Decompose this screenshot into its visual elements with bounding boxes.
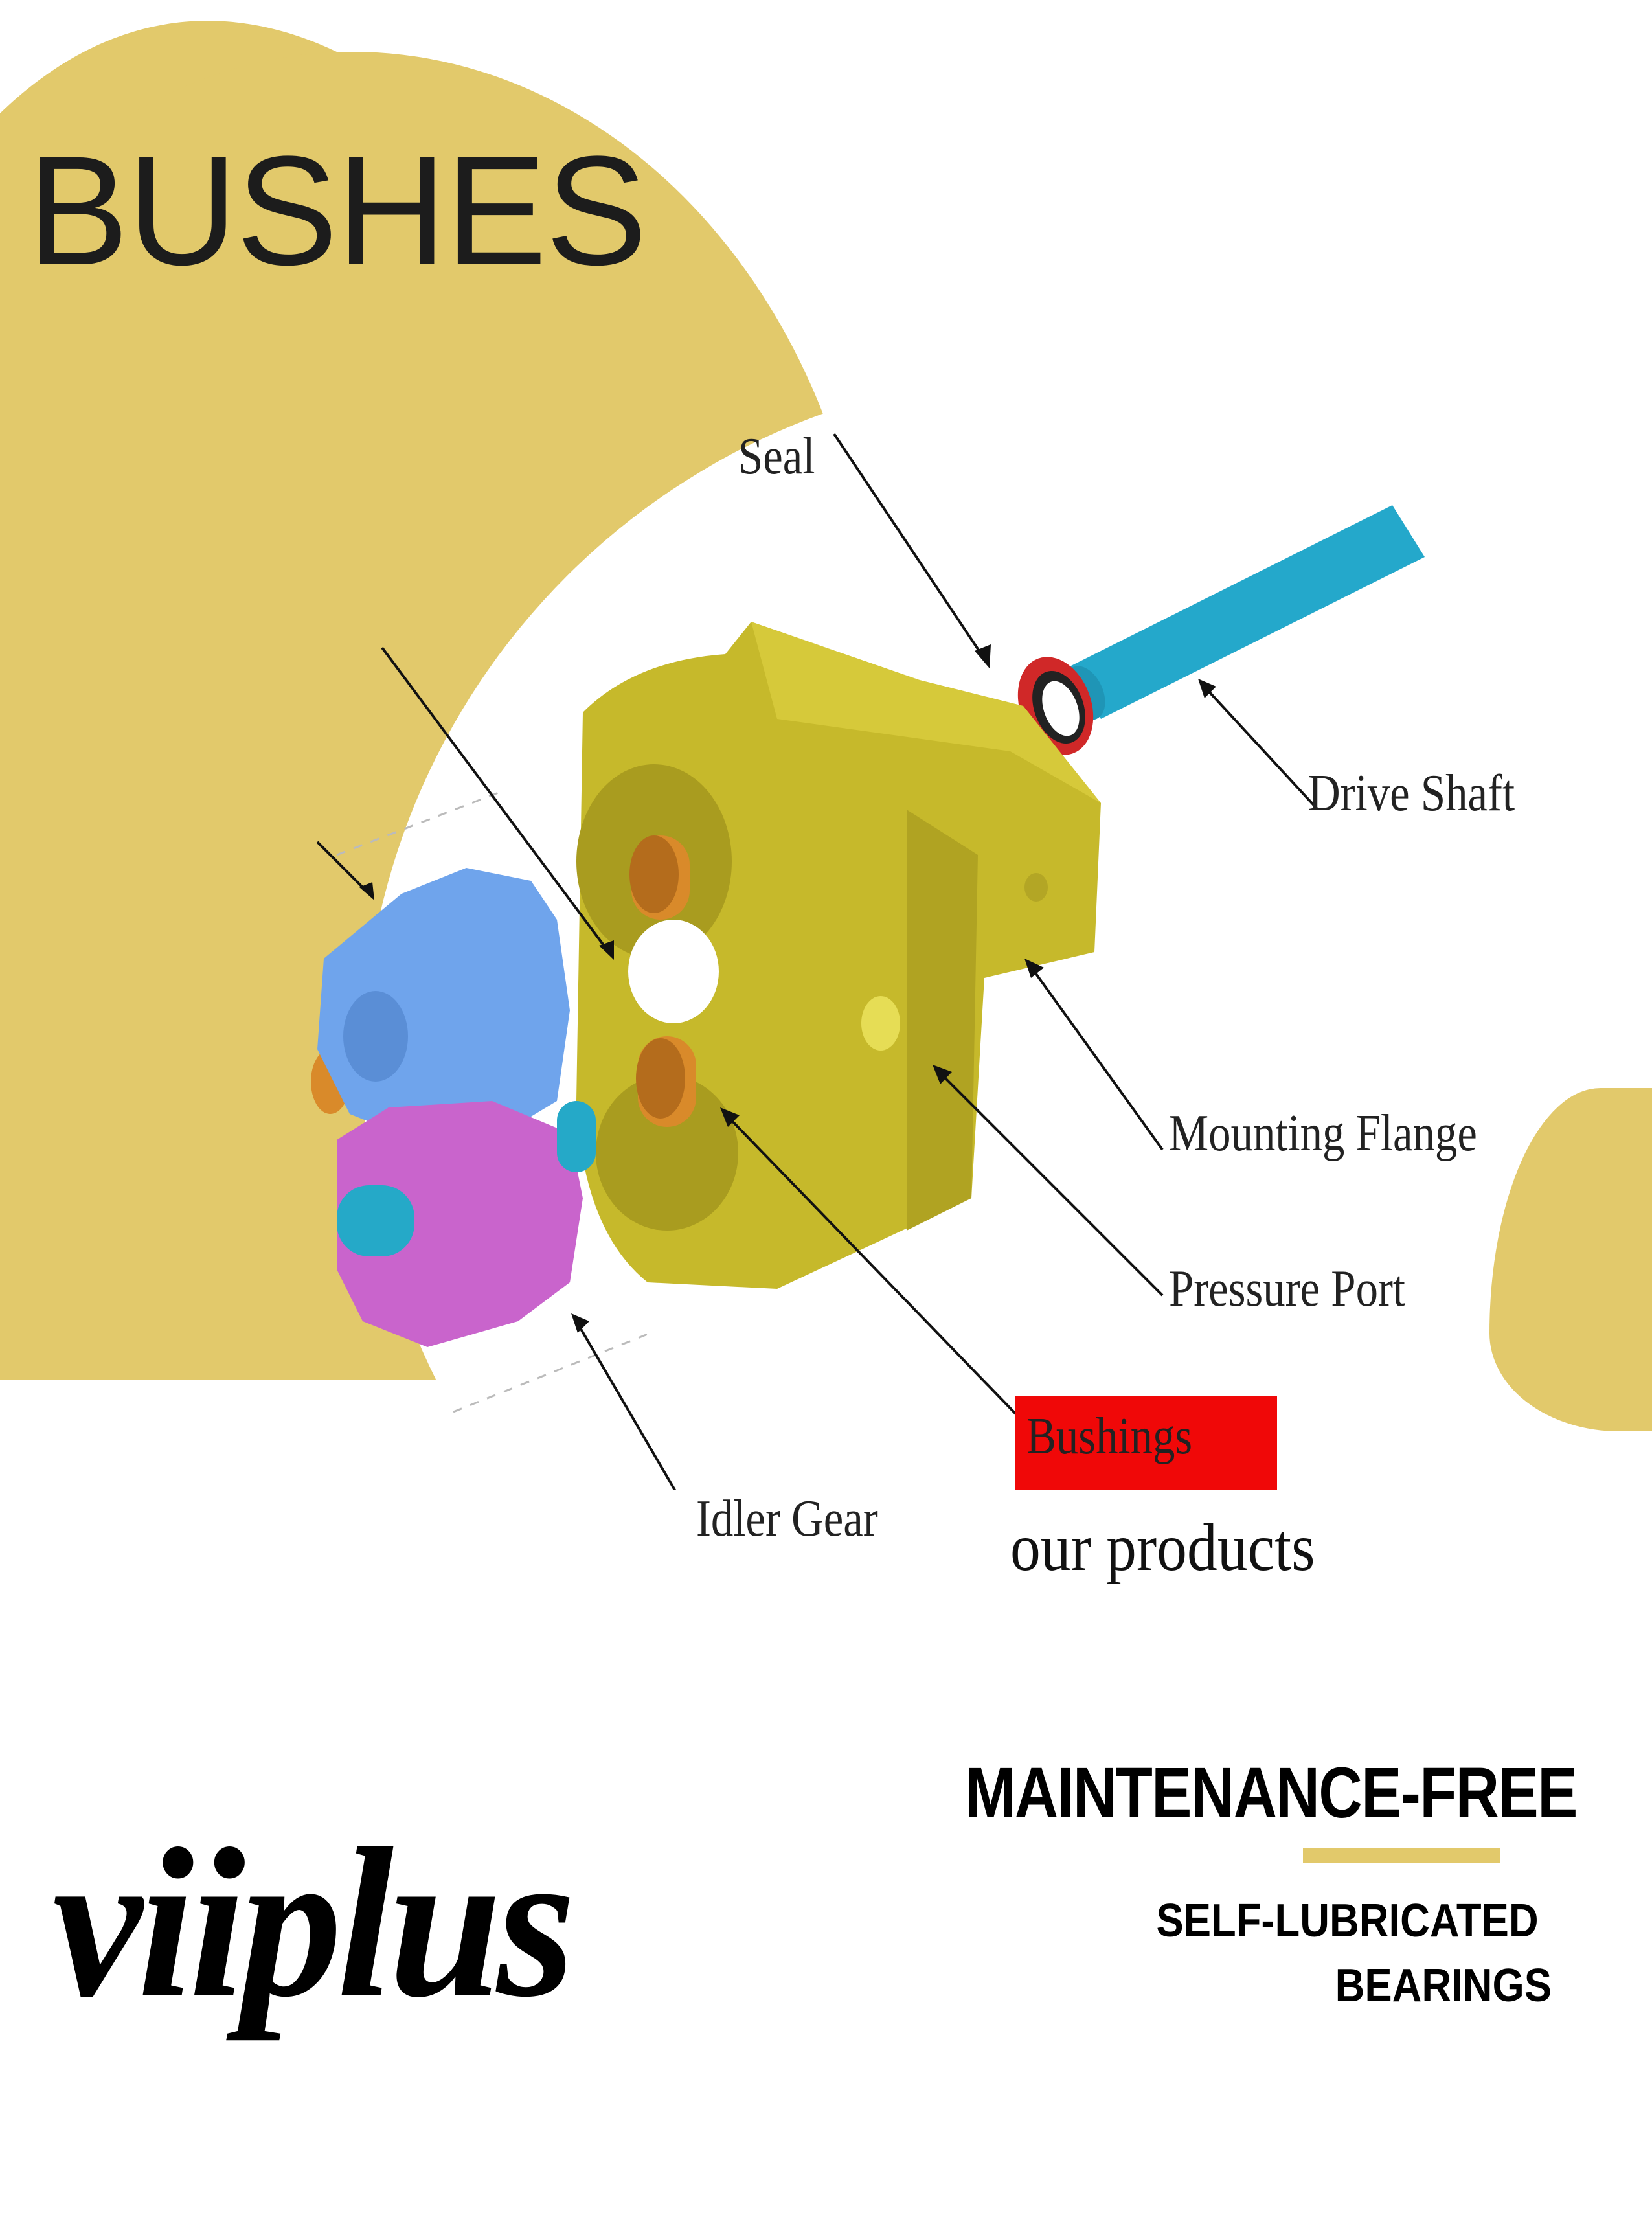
label-seal: Seal	[738, 428, 815, 485]
gear-pump-diagram	[311, 433, 1425, 1490]
diagram-caption: our products	[1010, 1510, 1315, 1585]
tagline-main: MAINTENANCE-FREE	[965, 1753, 1578, 1833]
bushings-highlight	[1015, 1396, 1277, 1490]
tagline-sub-line2: BEARINGS	[1335, 1960, 1552, 2012]
label-pressure-port: Pressure Port	[1169, 1260, 1406, 1317]
label-mounting-flange: Mounting Flange	[1169, 1105, 1477, 1162]
drive-gear-icon	[317, 868, 570, 1140]
idler-gear-icon	[337, 1101, 596, 1347]
label-bushings: Bushings	[1026, 1408, 1193, 1465]
tagline-sub-line1: SELF-LUBRICATED	[1156, 1895, 1539, 1947]
label-drive-shaft: Drive Shaft	[1308, 765, 1515, 822]
brand-logo: viiplus	[52, 1805, 576, 2041]
page-title: BUSHES	[27, 124, 647, 297]
drive-shaft-icon	[1064, 505, 1425, 720]
accent-divider	[1303, 1848, 1500, 1863]
pump-housing-icon	[576, 622, 1101, 1289]
label-idler-gear: Idler Gear	[696, 1490, 878, 1547]
bushing-icon	[311, 835, 696, 1127]
